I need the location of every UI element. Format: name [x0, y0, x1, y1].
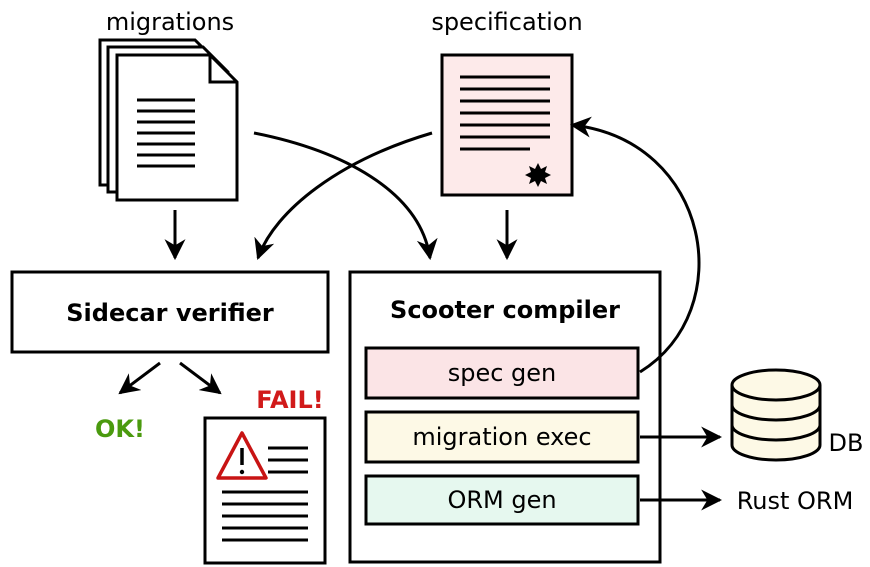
database-icon: [730, 368, 822, 462]
seal-icon: [525, 163, 551, 187]
db-label: DB: [829, 429, 864, 457]
specification-label: specification: [431, 8, 582, 36]
spec-gen-label: spec gen: [448, 359, 557, 387]
arrow-spec-to-sidecar: [254, 131, 433, 260]
failure-report-icon: [203, 416, 327, 565]
orm-gen-label: ORM gen: [447, 486, 556, 514]
scooter-compiler-label: Scooter compiler: [390, 296, 620, 324]
arrow-specgen-to-spec: [569, 116, 701, 374]
orm-gen-box: [364, 474, 640, 526]
arrow-migrations-to-compiler: [253, 131, 438, 261]
document-stack-icon: [98, 38, 239, 202]
migration-exec-box: [364, 410, 640, 464]
migration-exec-label: migration exec: [412, 423, 591, 451]
fail-label: FAIL!: [256, 386, 323, 414]
migrations-label: migrations: [106, 8, 234, 36]
specification-document-icon: [440, 53, 574, 197]
sidecar-verifier-box: [10, 270, 330, 354]
sidecar-verifier-label: Sidecar verifier: [66, 299, 274, 327]
rust-orm-label: Rust ORM: [737, 487, 854, 515]
arrow-sidecar-to-fail: [179, 361, 222, 395]
warning-icon: [216, 431, 268, 480]
ok-label: OK!: [95, 415, 145, 443]
arrow-sidecar-to-ok: [118, 361, 161, 395]
spec-gen-box: [364, 346, 640, 400]
